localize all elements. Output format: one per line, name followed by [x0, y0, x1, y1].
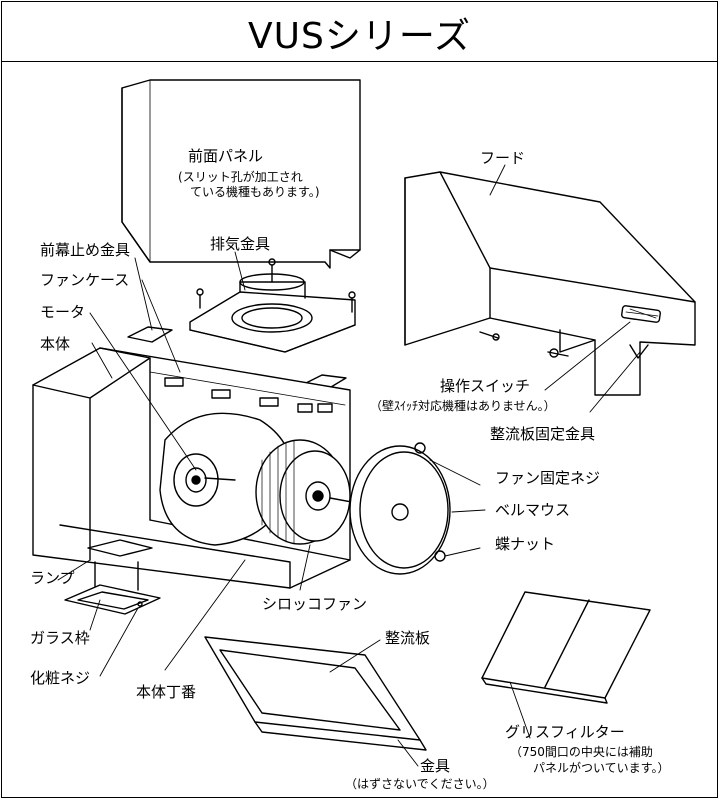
front-panel-part	[121, 79, 361, 269]
leader-lines	[57, 164, 641, 767]
label-fan-case: ファンケース	[40, 271, 130, 289]
label-hood: フード	[480, 149, 526, 167]
label-cosmetic-screw: 化粧ネジ	[30, 669, 91, 687]
bellmouth-part	[349, 442, 451, 575]
label-sirocco-fan: シロッコファン	[262, 595, 368, 613]
label-fan-screw: ファン固定ネジ	[495, 469, 601, 487]
grease-filter-part	[481, 591, 651, 704]
label-bellmouth: ベルマウス	[495, 501, 571, 519]
label-body: 本体	[40, 335, 71, 353]
sirocco-fan-part	[255, 439, 396, 545]
lamp-part	[87, 539, 153, 591]
label-baffle: 整流板	[385, 629, 431, 647]
glass-frame-part	[64, 584, 161, 615]
label-switch: 操作スイッチ	[440, 377, 531, 395]
exhaust-bracket-part	[189, 258, 356, 353]
label-motor: モータ	[40, 303, 86, 321]
label-fitting-note: （はずさないでください。）	[345, 777, 495, 791]
front-curtain-bracket-part	[127, 326, 173, 343]
label-body-hinge: 本体丁番	[136, 683, 197, 701]
page-title: VUSシリーズ	[247, 16, 472, 57]
label-baffle-bracket: 整流板固定金具	[490, 425, 596, 443]
label-front-panel-note-2: ている機種もあります。)	[190, 185, 320, 199]
label-filter-note-2: パネルがついています。）	[533, 761, 670, 775]
label-switch-note: （壁ｽｲｯﾁ対応機種はありません。）	[370, 399, 556, 413]
label-front-curtain-bracket: 前幕止め金具	[40, 241, 131, 259]
baffle-part	[204, 636, 427, 751]
title-bar: VUSシリーズ	[1, 1, 718, 62]
label-lamp: ランプ	[30, 569, 75, 587]
label-grease-filter: グリスフィルター	[505, 723, 625, 741]
label-filter-note-1: （750間口の中央には補助	[510, 745, 653, 759]
label-fitting: 金具	[420, 757, 451, 775]
label-glass-frame: ガラス枠	[30, 629, 90, 647]
label-front-panel-note-1: (スリット孔が加工され	[178, 170, 303, 184]
label-front-panel: 前面パネル	[188, 147, 264, 165]
hood-part	[404, 171, 696, 396]
label-wing-nut: 蝶ナット	[495, 535, 556, 553]
label-exhaust-bracket: 排気金具	[210, 235, 271, 253]
